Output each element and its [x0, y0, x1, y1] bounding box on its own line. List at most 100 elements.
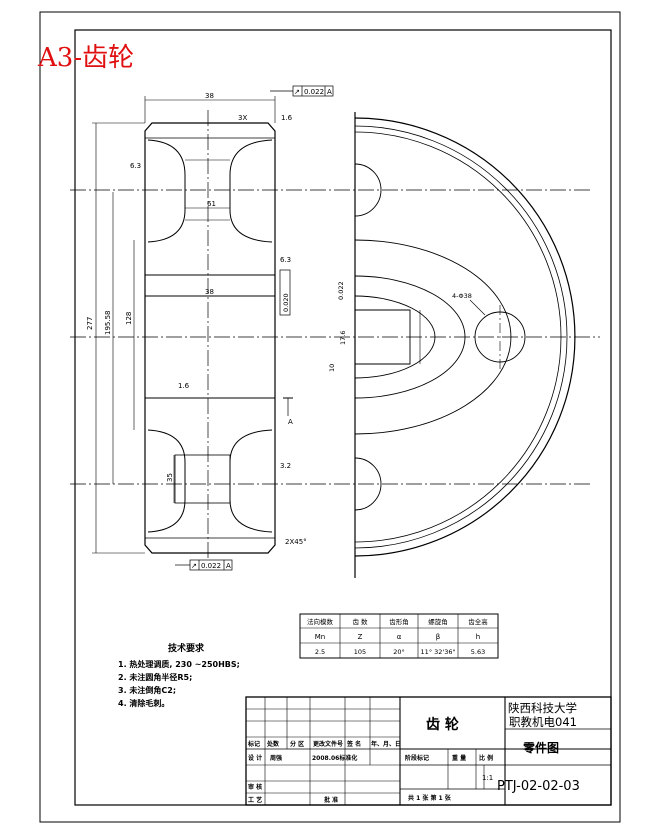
upper-right-cavity — [229, 139, 273, 243]
gdt-keyway-frame: 0.020 — [279, 269, 291, 316]
gdt-keyway-value: 0.020 — [282, 293, 290, 312]
tb-label-mark: 标记 — [247, 740, 260, 748]
dim-datum-text: A — [288, 418, 293, 426]
holes-leader — [469, 299, 486, 316]
tb-scale: 1:1 — [482, 774, 493, 782]
dim-key-depth-text: 17.6 — [339, 331, 347, 345]
param-header: 齿全高 — [468, 617, 488, 626]
title-block-text: 齿 轮 陕西科技大学 职教机电041 零件图 PTJ-02-02-03 1:1 … — [247, 701, 580, 804]
gdt-bottom-frame: ↗ 0.022 A — [175, 559, 233, 571]
lower-left-cavity — [147, 429, 186, 533]
dim-key-tol-text: 0.022 — [337, 281, 345, 300]
tb-label-sheets: 共 1 张 第 1 张 — [408, 794, 452, 802]
root-circle — [354, 131, 562, 543]
tb-label-ratio: 比 例 — [479, 754, 493, 762]
upper-half-hole — [354, 163, 382, 217]
gdt-top-symbol: ↗ — [294, 88, 300, 96]
param-header: 螺旋角 — [428, 617, 448, 626]
requirements-title: 技术要求 — [168, 642, 205, 654]
param-header: 齿 数 — [352, 617, 368, 626]
param-symbol: α — [397, 633, 402, 641]
tb-drawing-no: PTJ-02-02-03 — [497, 779, 580, 794]
param-values: 2.5 105 20° 11° 32'36" 5.63 — [315, 648, 485, 656]
tb-label-review: 审 核 — [248, 783, 262, 791]
param-value: 20° — [393, 648, 405, 656]
dim-rough-hub-text: 1.6 — [178, 382, 190, 390]
dim-web-text: 35 — [166, 473, 174, 482]
param-header: 齿形角 — [389, 617, 409, 626]
tip-circle — [354, 117, 576, 557]
tb-label-sign: 签 名 — [346, 740, 361, 748]
title-block-border — [245, 696, 612, 806]
lower-right-cavity — [229, 429, 273, 533]
param-table: 法向模数 齿 数 齿形角 螺旋角 齿全高 Mn Z α β h 2.5 105 … — [299, 613, 499, 659]
sheet-title: A3-齿轮 — [37, 43, 134, 73]
param-value: 2.5 — [315, 648, 325, 656]
gdt-top-frame: ↗ 0.022 A — [270, 85, 334, 97]
section-view — [70, 110, 600, 560]
param-symbol: Z — [358, 633, 363, 641]
dim-rough-side-text: 3.2 — [280, 462, 291, 470]
tb-class: 职教机电041 — [509, 715, 577, 729]
dim-chamfer-bottom-text: 2X45° — [285, 538, 307, 546]
tb-label-process: 工 艺 — [248, 796, 262, 804]
bore-circle — [354, 295, 436, 379]
gdt-bottom-datum: A — [226, 562, 231, 570]
end-view — [354, 112, 576, 578]
tb-label-stage: 阶段标记 — [405, 754, 429, 762]
dim-pitch-dia-text: 195.58 — [104, 311, 112, 336]
hub-circle — [354, 275, 466, 399]
tb-label-weight: 重 量 — [452, 754, 466, 762]
tb-label-std: 2008.06标准化 — [312, 754, 357, 762]
dim-width-top-text: 38 — [205, 92, 214, 100]
param-headers: 法向模数 齿 数 齿形角 螺旋角 齿全高 — [307, 617, 488, 626]
dim-outer-dia-text: 277 — [86, 317, 94, 330]
tb-labels: 标记 处数 分 区 更改文件号 签 名 年、月、日 设 计 周强 2008.06… — [247, 740, 493, 804]
dim-hub-dia-text: 128 — [125, 312, 133, 325]
section-dimensions — [92, 96, 276, 554]
dim-bore-text: 38 — [205, 288, 214, 296]
gdt-bottom-symbol: ↗ — [191, 562, 197, 570]
keyway — [355, 309, 411, 365]
dim-rough-left-text: 6.3 — [130, 162, 141, 170]
tb-part-name: 齿 轮 — [426, 716, 459, 733]
tech-requirements: 技术要求 1. 热处理调质, 230 ~250HBS; 2. 未注圆角半径R5;… — [118, 642, 240, 708]
tb-drawing-type: 零件图 — [522, 740, 559, 755]
tb-label-zone: 分 区 — [290, 740, 304, 748]
gdt-keyway-box — [279, 269, 291, 316]
lower-half-hole — [354, 457, 382, 511]
gdt-top-datum: A — [327, 88, 332, 96]
title-block — [245, 696, 612, 806]
section-dim-text: 38 3X 1.6 6.3 61 6.3 38 277 195.58 128 1… — [86, 92, 307, 546]
tb-label-approve: 批 准 — [324, 796, 338, 804]
gdt-top-value: 0.022 — [304, 88, 324, 96]
lower-hole — [174, 454, 231, 504]
web-circle — [354, 239, 512, 435]
param-header: 法向模数 — [307, 617, 334, 626]
param-value: 11° 32'36" — [421, 648, 456, 656]
gdt-bottom-value: 0.022 — [201, 562, 221, 570]
tb-label-design: 设 计 — [248, 754, 262, 762]
dim-rough-top-right-text: 1.6 — [281, 114, 293, 122]
tb-label-designer: 周强 — [270, 754, 282, 762]
end-view-text: 4-Φ38 17.6 10 0.022 — [328, 281, 472, 372]
dim-key-width-text: 10 — [328, 364, 336, 372]
requirement-item: 4. 清除毛刺。 — [118, 698, 169, 708]
param-symbol: h — [476, 633, 480, 641]
tb-label-count: 处数 — [266, 740, 280, 748]
param-symbol: β — [436, 633, 440, 641]
param-table-border — [299, 613, 499, 659]
param-symbol: Mn — [315, 633, 325, 641]
pitch-circle — [354, 125, 568, 549]
upper-left-cavity — [147, 139, 186, 243]
outer-frame — [39, 11, 621, 823]
param-value: 105 — [354, 648, 366, 656]
gear-outline — [144, 122, 276, 554]
dim-hub-gap-text: 61 — [207, 200, 216, 208]
param-symbols: Mn Z α β h — [315, 633, 480, 641]
dim-holes-text: 4-Φ38 — [452, 292, 472, 300]
dim-rough-mid-text: 6.3 — [280, 256, 291, 264]
dim-chamfer-top-text: 3X — [238, 114, 247, 122]
requirement-item: 1. 热处理调质, 230 ~250HBS; — [118, 659, 240, 669]
